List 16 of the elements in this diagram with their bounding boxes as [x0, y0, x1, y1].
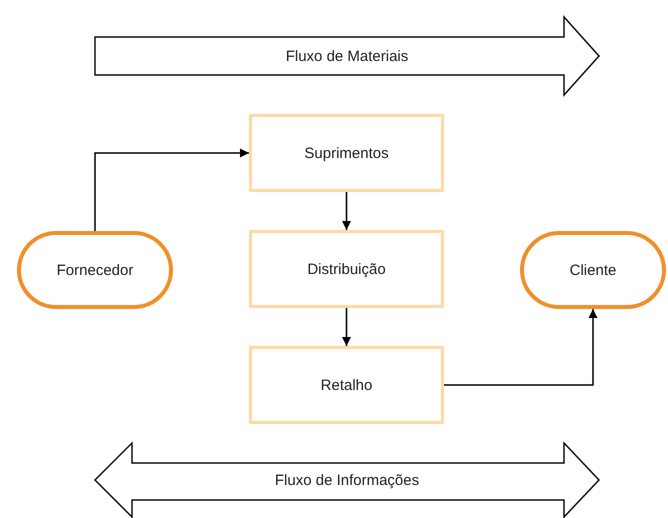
box-label: Suprimentos: [304, 144, 389, 162]
box-label: Cliente: [570, 262, 616, 278]
arrow: [444, 309, 598, 386]
block-arrow: [94, 16, 600, 96]
box-label: Retalho: [320, 376, 372, 394]
process-box: [249, 230, 444, 308]
arrow: [342, 192, 351, 230]
process-box: [249, 114, 444, 192]
double-block-arrow: [94, 442, 600, 518]
box-label: Fornecedor: [56, 262, 134, 278]
arrow-label: Fluxo de Informações: [274, 472, 420, 488]
arrow-label: Fluxo de Materiais: [286, 48, 408, 64]
arrow: [94, 148, 249, 231]
arrow: [342, 308, 351, 346]
box-label: Distribuição: [307, 260, 386, 278]
process-box: [249, 346, 444, 424]
